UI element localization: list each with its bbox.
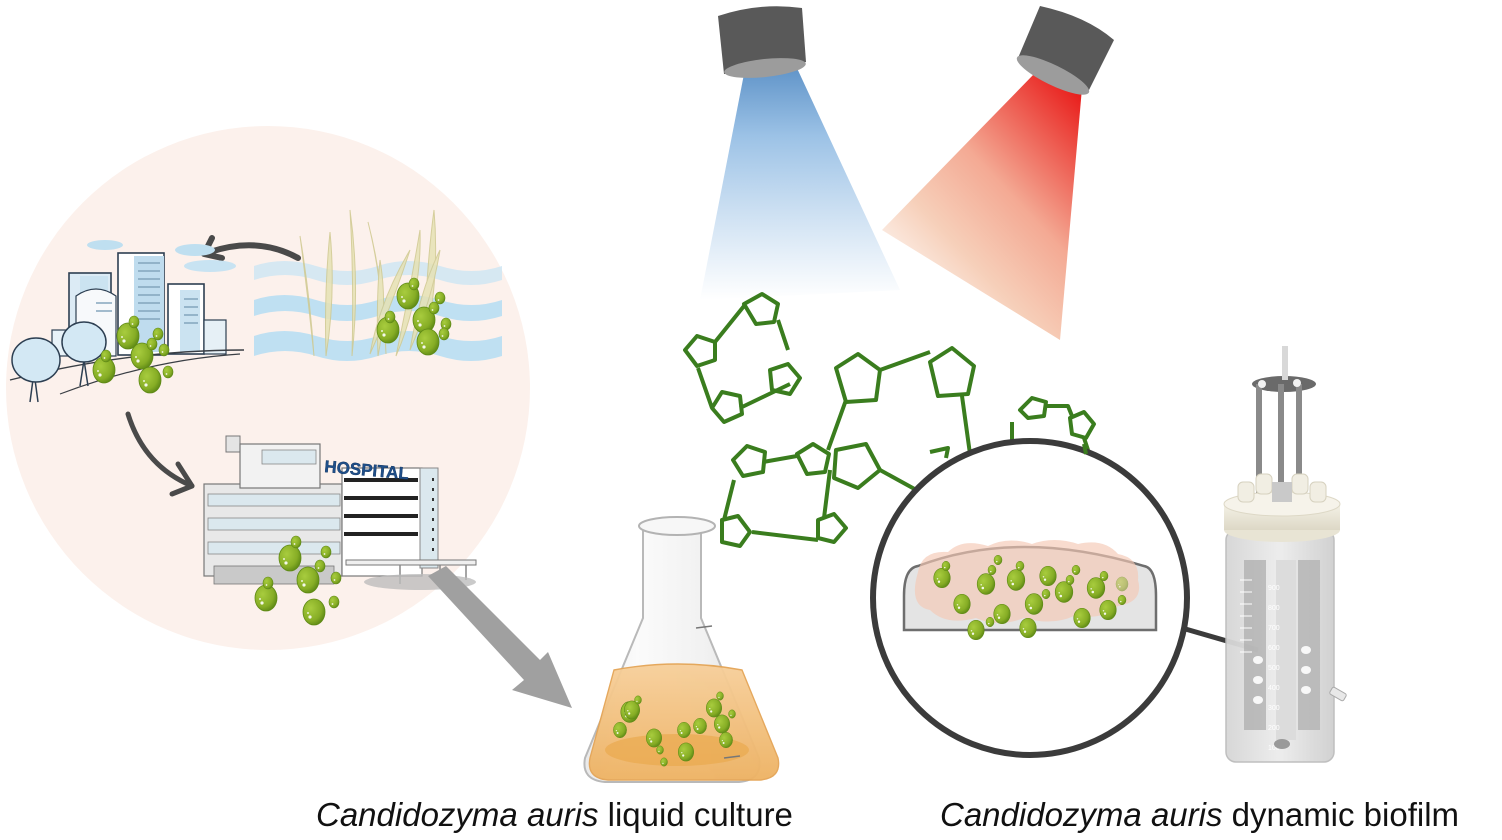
- caption-suffix: dynamic biofilm: [1222, 796, 1460, 833]
- caption-dynamic-biofilm: Candidozyma auris dynamic biofilm: [940, 796, 1459, 834]
- biofilm-matrix: [914, 540, 1140, 623]
- caption-suffix: liquid culture: [598, 796, 793, 833]
- porphyrin-3: [826, 346, 976, 494]
- red-light-beam: [882, 74, 1082, 340]
- arrow-hospital-to-flask: [428, 566, 572, 708]
- biofilm-reactor: 900 800 700 600 500 400 300 200 100: [1223, 346, 1347, 763]
- porphyrin-molecules: [683, 292, 1096, 548]
- caption-species-name: Candidozyma auris: [316, 796, 599, 833]
- caption-liquid-culture: Candidozyma auris liquid culture: [316, 796, 793, 834]
- scale-mark: 500: [1268, 665, 1280, 672]
- blue-light-beam: [700, 66, 900, 300]
- scale-mark: 200: [1268, 725, 1280, 732]
- porphyrin-1: [683, 292, 802, 424]
- arrow-city-to-hospital: [125, 411, 195, 497]
- scale-mark: 700: [1268, 625, 1280, 632]
- porphyrin-4: [1010, 396, 1096, 451]
- caption-species-name: Candidozyma auris: [940, 796, 1223, 833]
- porphyrin-2: [720, 442, 848, 548]
- scale-mark: 300: [1268, 705, 1280, 712]
- scale-mark: 600: [1268, 645, 1280, 652]
- red-light-source: [882, 6, 1114, 340]
- porphyrin-overlap: [929, 443, 1088, 459]
- scale-mark: 100: [1268, 745, 1280, 752]
- scale-mark: 900: [1268, 585, 1280, 592]
- blue-light-source: [700, 6, 900, 300]
- reactor-scale: 900 800 700 600 500 400 300 200 100: [1268, 585, 1280, 752]
- erlenmeyer-flask: [583, 516, 780, 783]
- biofilm-zoom-circle: [870, 438, 1259, 758]
- hospital-sign: HOSPITAL: [324, 457, 410, 483]
- scale-mark: 800: [1268, 605, 1280, 612]
- scale-mark: 400: [1268, 685, 1280, 692]
- trees: [11, 321, 107, 403]
